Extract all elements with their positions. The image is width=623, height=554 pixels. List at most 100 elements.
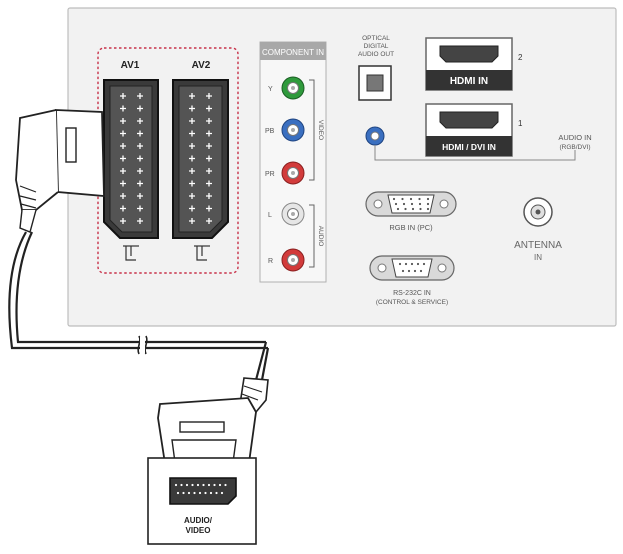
scart-pin xyxy=(137,180,143,187)
scart-pin xyxy=(189,180,195,187)
component-video-label: VIDEO xyxy=(317,120,324,140)
connector-pin xyxy=(218,483,222,487)
jack-y-label: Y xyxy=(268,86,273,93)
scart-pin xyxy=(120,155,126,162)
jack-pb-label: PB xyxy=(265,128,275,135)
audio-in-rgb-dvi-jack[interactable] xyxy=(365,126,385,146)
av2-scart-socket[interactable] xyxy=(172,79,229,239)
connector-pin xyxy=(398,262,402,266)
connector-pin xyxy=(426,202,430,206)
connector-pin xyxy=(416,262,420,266)
connector-pin xyxy=(180,483,183,487)
hdmi-2-label: HDMI IN xyxy=(450,76,488,87)
hdmi-1-port[interactable] xyxy=(425,103,513,157)
connector-pin xyxy=(418,197,421,201)
rgb-in-port[interactable] xyxy=(365,191,457,217)
connector-pin xyxy=(187,491,191,495)
scart-pin xyxy=(206,105,212,112)
av2-label: AV2 xyxy=(192,60,211,71)
hdmi-2-port[interactable] xyxy=(425,37,513,91)
scart-pin xyxy=(206,168,212,174)
connector-pin xyxy=(182,491,185,495)
jack-pr[interactable] xyxy=(281,161,305,185)
scart-pin xyxy=(137,143,143,149)
scart-pin xyxy=(120,205,126,212)
scart-pin xyxy=(120,105,126,112)
antenna-in-port[interactable] xyxy=(523,197,553,227)
connector-pin xyxy=(204,491,207,495)
component-header xyxy=(260,42,326,60)
antenna-label-1: ANTENNA xyxy=(514,240,562,251)
scart-pin xyxy=(120,93,126,99)
av1-scart-socket[interactable] xyxy=(103,79,159,239)
connector-pin xyxy=(202,483,205,487)
connector-pin xyxy=(191,483,194,487)
scart-pin xyxy=(137,193,143,199)
scart-pin xyxy=(120,143,126,149)
connector-pin xyxy=(404,262,408,266)
video-bracket xyxy=(309,79,315,181)
scart-pin xyxy=(189,118,195,124)
connector-pin xyxy=(419,269,423,273)
scart-pin xyxy=(189,130,195,137)
device-scart-socket xyxy=(169,477,237,505)
scart-pin xyxy=(137,218,143,224)
connector-pin xyxy=(402,202,406,206)
audio-bracket xyxy=(309,204,315,268)
optical-port[interactable] xyxy=(358,65,392,101)
connector-pin xyxy=(410,262,414,266)
scart-pin xyxy=(137,130,143,137)
connector-pin xyxy=(224,483,227,487)
cable-break-gap xyxy=(140,337,145,353)
av1-bracket-icon xyxy=(123,245,139,261)
scart-pin xyxy=(189,105,195,112)
connector-pin xyxy=(209,491,213,495)
connector-pin xyxy=(207,483,211,487)
jack-l-label: L xyxy=(268,212,272,219)
connector-pin xyxy=(419,207,422,211)
scart-pin xyxy=(137,93,143,99)
scart-pin xyxy=(189,143,195,149)
scart-pin xyxy=(206,205,212,212)
scart-pin xyxy=(206,218,212,224)
connector-pin xyxy=(409,197,413,201)
scart-pin xyxy=(137,155,143,162)
rs232c-port[interactable] xyxy=(369,255,455,281)
antenna-label-2: IN xyxy=(534,253,542,262)
audio-in-label-1: AUDIO IN xyxy=(558,133,591,142)
connector-pin xyxy=(426,197,430,201)
connector-pin xyxy=(401,269,405,273)
scart-pin xyxy=(137,168,143,174)
connector-pin xyxy=(176,491,180,495)
jack-pb[interactable] xyxy=(281,118,305,142)
scart-pin xyxy=(120,168,126,174)
jack-audio-l[interactable] xyxy=(281,202,305,226)
av2-bracket-icon xyxy=(194,245,210,261)
scart-pin xyxy=(206,143,212,149)
connector-pin xyxy=(174,483,178,487)
connector-pin xyxy=(426,207,430,211)
optical-label-2: DIGITAL xyxy=(364,43,389,50)
jack-r-label: R xyxy=(268,258,273,265)
jack-y[interactable] xyxy=(281,76,305,100)
scart-pin xyxy=(137,105,143,112)
connector-pin xyxy=(392,197,396,201)
jack-audio-r[interactable] xyxy=(281,248,305,272)
scart-pin xyxy=(206,180,212,187)
hdmi-1-label: HDMI / DVI IN xyxy=(442,142,496,152)
component-audio-label: AUDIO xyxy=(317,226,324,247)
cable-break-mark xyxy=(137,335,148,355)
connector-pin xyxy=(394,202,398,206)
scart-cable xyxy=(8,231,270,381)
connector-pin xyxy=(198,491,202,495)
device-label-1: AUDIO/ xyxy=(184,516,213,525)
connector-pin xyxy=(401,197,404,201)
audio-in-bracket xyxy=(374,145,576,161)
scart-pin xyxy=(206,155,212,162)
scart-plug-tv-side xyxy=(15,109,105,233)
connector-pin xyxy=(404,207,407,211)
connector-pin xyxy=(410,202,414,206)
connector-pin xyxy=(185,483,189,487)
